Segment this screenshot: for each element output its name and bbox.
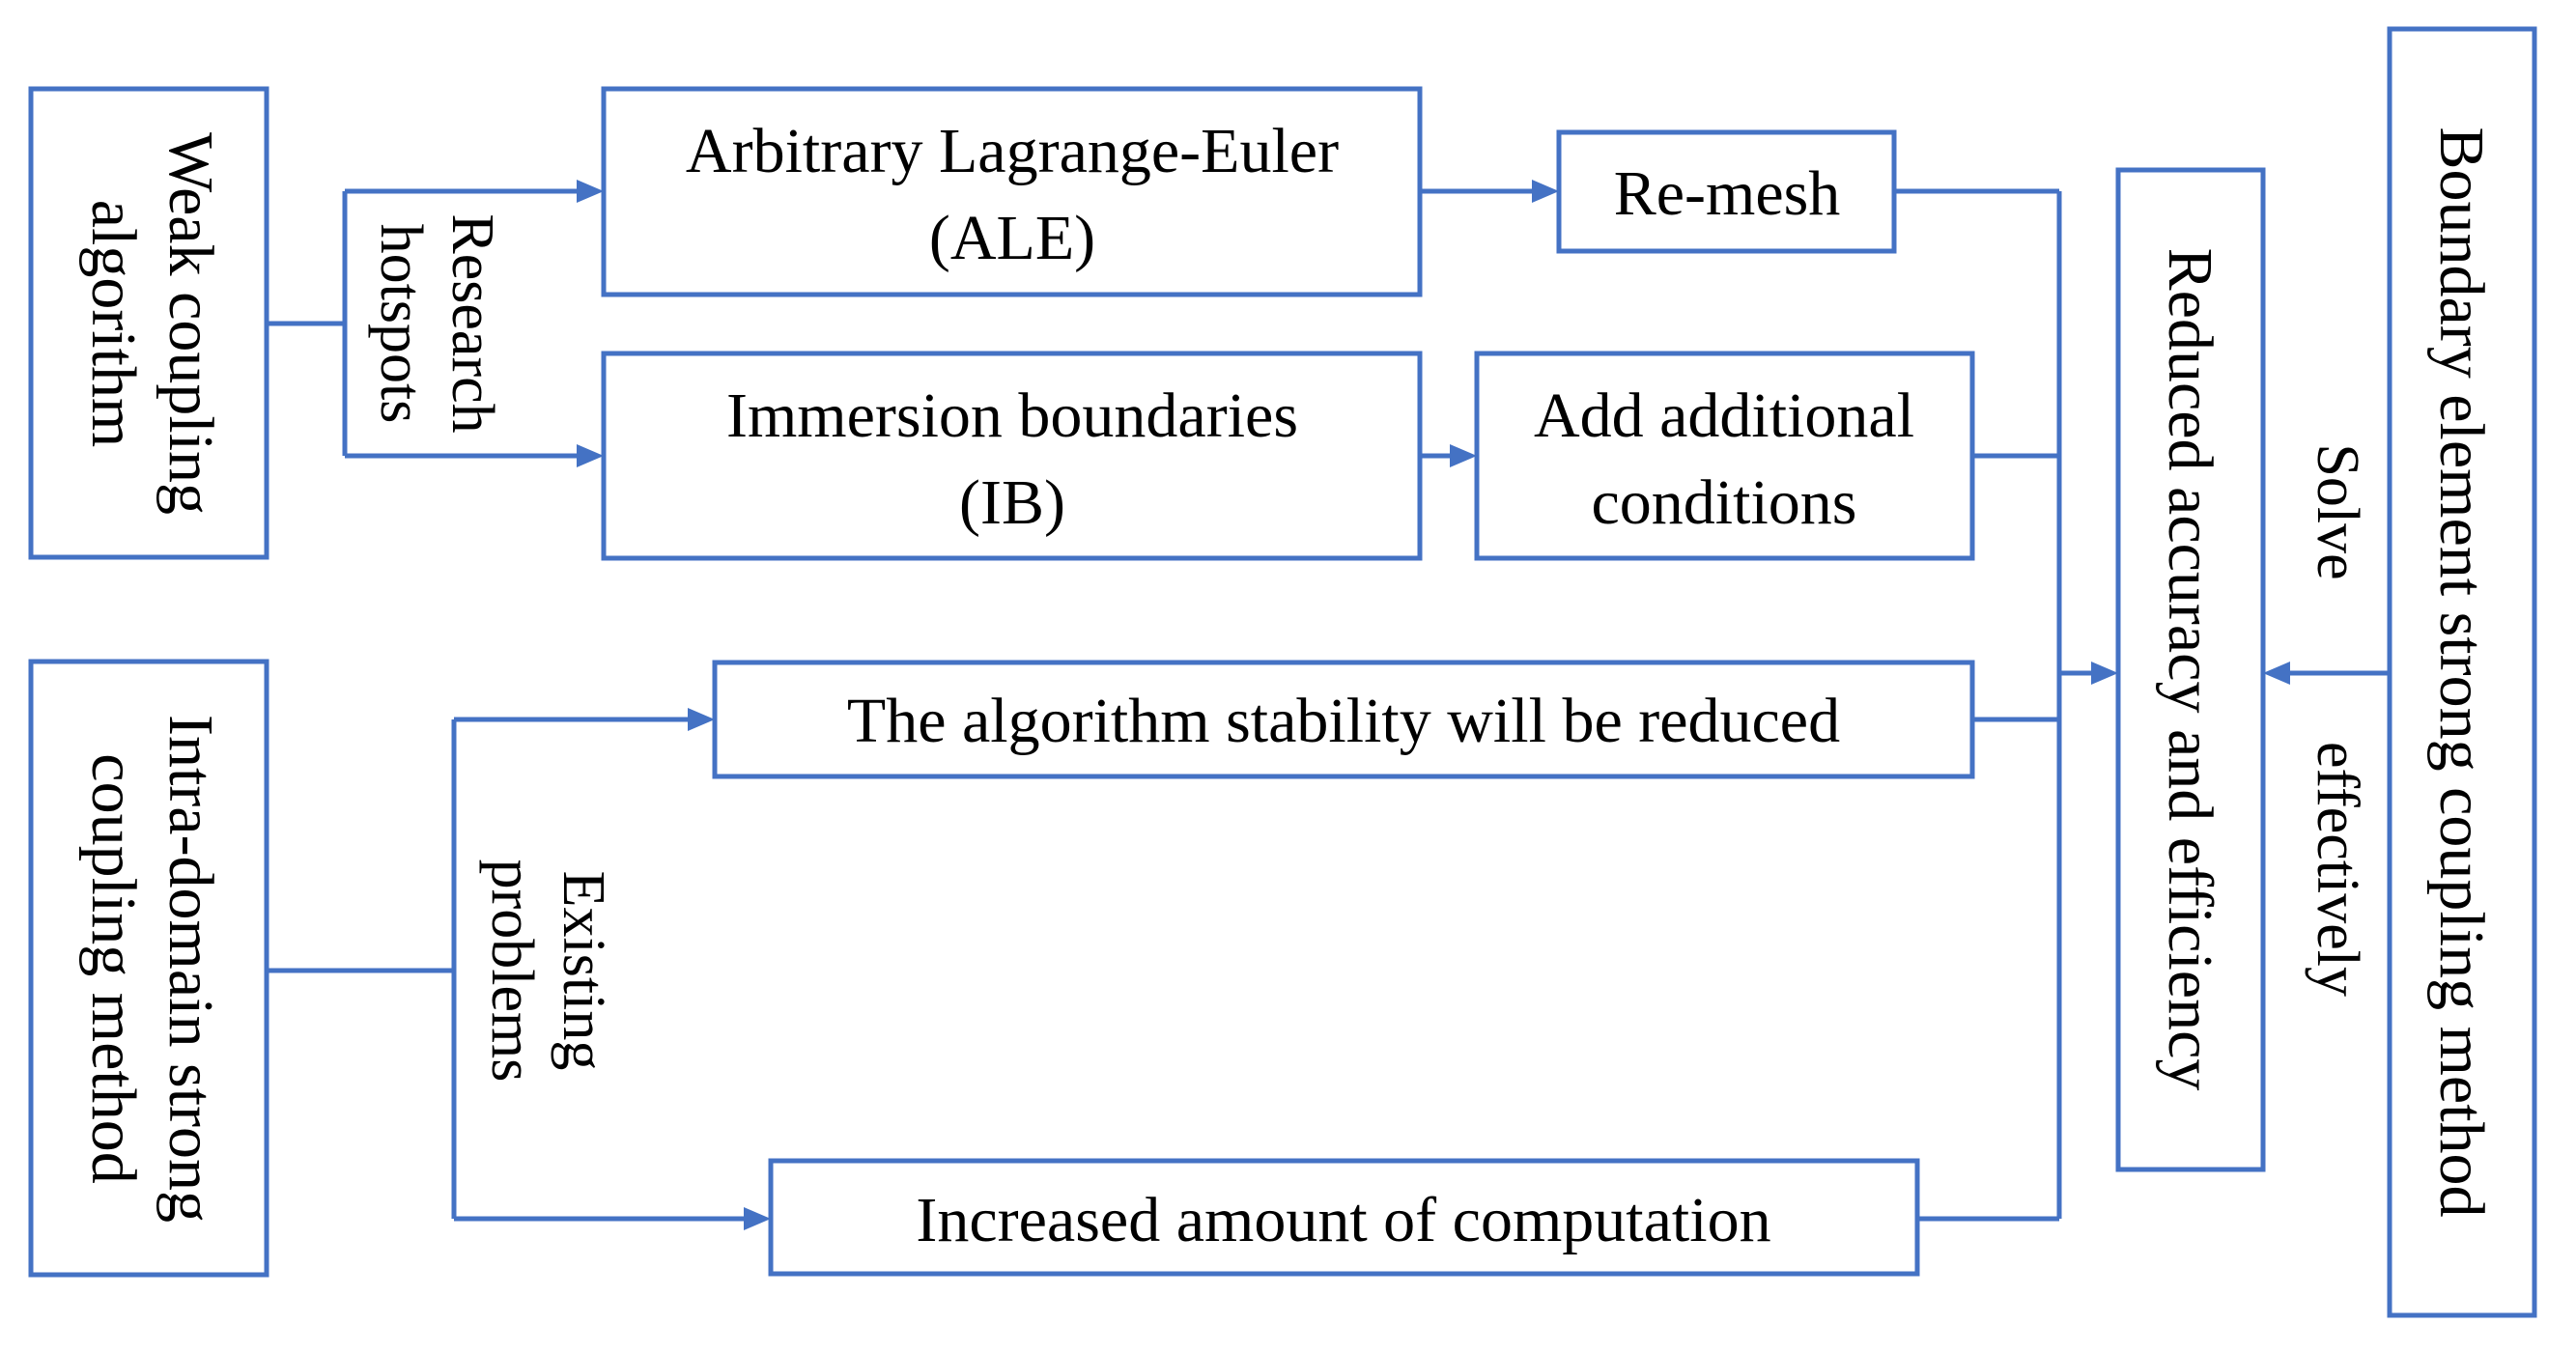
arrowhead-ib <box>577 444 604 467</box>
add-conditions-label-line2: conditions <box>1592 467 1857 538</box>
ib-label-line1: Immersion boundaries <box>726 380 1298 451</box>
ale-box <box>601 86 1423 297</box>
stability-label: The algorithm stability will be reduced <box>847 686 1840 756</box>
arrowhead-stability <box>688 708 715 731</box>
add-conditions-label-line1: Add additional <box>1534 380 1914 451</box>
arrowhead-ale <box>577 180 604 203</box>
weak-coupling-box <box>28 86 269 560</box>
arrowhead-conditions <box>1450 444 1477 467</box>
existing-problems-line1: Existing <box>551 871 616 1071</box>
intra-domain-label-line1: Intra-domain strong <box>156 715 226 1223</box>
arrowhead-remesh <box>1532 180 1559 203</box>
arrowhead-reduced-right <box>2263 662 2290 685</box>
intra-to-branches-line <box>267 719 457 1219</box>
effectively-label: effectively <box>2305 742 2370 997</box>
weak-to-branches-line <box>267 191 348 456</box>
research-hotspots-line1: Research <box>439 213 505 433</box>
existing-problems-line2: problems <box>479 859 545 1083</box>
research-hotspots-line2: hotspots <box>368 224 434 424</box>
intra-domain-label-line2: coupling method <box>78 753 149 1183</box>
ib-label-line2: (IB) <box>959 467 1065 538</box>
connectors <box>267 188 2390 1222</box>
solve-label: Solve <box>2305 443 2370 579</box>
boundary-element-label: Boundary element strong coupling method <box>2426 127 2497 1217</box>
arrowhead-computation <box>744 1207 771 1230</box>
ale-label-line2: (ALE) <box>929 203 1095 273</box>
boundary-element-box <box>2387 26 2537 1318</box>
remesh-label: Re-mesh <box>1614 158 1841 229</box>
arrowhead-reduced-left <box>2091 662 2118 685</box>
computation-box <box>768 1158 1920 1277</box>
arrowheads <box>577 180 2290 1230</box>
ib-box <box>601 351 1423 561</box>
weak-coupling-label-line1: Weak coupling <box>156 132 226 515</box>
reduced-label: Reduced accuracy and efficiency <box>2155 248 2225 1091</box>
collector-line <box>1894 188 2062 1222</box>
stability-box <box>712 660 1975 779</box>
weak-coupling-label-line2: algorithm <box>78 200 149 448</box>
reduced-box <box>2115 167 2266 1172</box>
intra-domain-box <box>28 659 269 1278</box>
remesh-box <box>1556 129 1897 254</box>
ale-label-line1: Arbitrary Lagrange-Euler <box>686 116 1339 186</box>
computation-label: Increased amount of computation <box>916 1185 1770 1255</box>
